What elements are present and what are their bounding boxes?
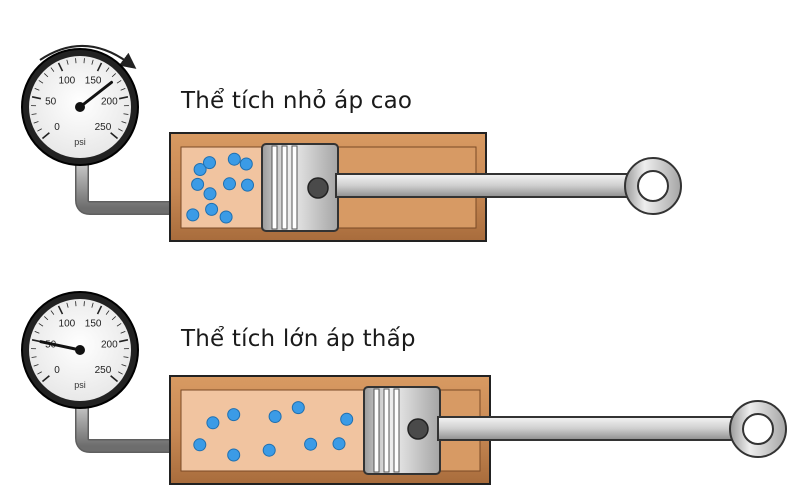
gas-molecule [203, 156, 216, 170]
gauge-needle [39, 340, 82, 352]
gauge-needle [78, 80, 114, 109]
gauge-unit-label: psi [74, 137, 86, 147]
gas-molecule [205, 202, 219, 216]
gas-molecule [268, 410, 282, 423]
gauge-tick-label: 150 [85, 319, 102, 330]
gauge-tick-label: 150 [85, 76, 102, 87]
gauge-tick [66, 59, 69, 65]
gauge-tick [66, 302, 69, 308]
gauge-tick [118, 339, 129, 343]
gauge-tick [118, 96, 129, 100]
gauge-tick [37, 128, 42, 132]
gauge-tick [116, 323, 122, 327]
gauge-tick [44, 316, 49, 321]
gas-molecules [193, 401, 354, 462]
gauge-tick [31, 356, 37, 358]
gauge-tick-label: 100 [59, 76, 76, 87]
piston [363, 386, 441, 475]
gas-molecule [227, 152, 241, 166]
gauge-tick [41, 132, 50, 140]
gauge-tick [105, 67, 110, 72]
gauge-tick [50, 310, 55, 315]
gauge-tick [123, 356, 129, 358]
gas-molecule [340, 412, 354, 426]
gas-molecule [191, 177, 205, 191]
gauge-tick-label: 0 [54, 365, 60, 376]
gas-molecule [239, 157, 253, 171]
gas-molecule [227, 448, 241, 462]
gauge-tick [31, 113, 37, 115]
gauge-tick [118, 371, 123, 375]
gauge-tick [110, 132, 119, 140]
gas-molecule [241, 178, 254, 192]
gauge-tick [123, 113, 129, 115]
gauge-tick-label: 50 [45, 96, 57, 107]
gauge-tick [116, 80, 122, 84]
gas-molecule [206, 416, 220, 430]
gas-molecule [193, 163, 207, 176]
caption-high-pressure: Thể tích nhỏ áp cao [181, 88, 413, 114]
gauge-tick [41, 375, 50, 383]
gauge-tick [31, 96, 42, 100]
gauge-tick [37, 371, 42, 375]
gauge-tick [33, 364, 39, 367]
gauge-tick [110, 375, 119, 383]
gauge-tick-label: 250 [95, 122, 112, 133]
gauge-tick [33, 121, 39, 124]
piston-rod [437, 416, 739, 441]
gauge-tick-label: 250 [95, 365, 112, 376]
gauge-tick [120, 330, 126, 334]
gas-molecule [227, 408, 241, 422]
gas-molecule [223, 177, 236, 191]
gas-molecule [332, 437, 346, 451]
piston [261, 143, 339, 232]
gas-molecule [186, 208, 200, 222]
gauge-tick [118, 128, 123, 132]
gauge-tick [96, 305, 103, 315]
gauge-tick [121, 121, 127, 124]
gauge-tick [34, 330, 40, 334]
gauge-tick [57, 305, 64, 315]
rod-end-eye [729, 400, 787, 458]
gauge-tick-label: 200 [101, 339, 118, 350]
gas-molecule [203, 187, 217, 201]
pressure-chamber [180, 389, 367, 472]
gauge-tick [38, 323, 44, 327]
gauge-tick-label: 100 [59, 319, 76, 330]
gauge-tick [31, 339, 42, 343]
gauge-tick [105, 310, 110, 315]
gauge-tick [57, 62, 64, 72]
piston-rod [335, 173, 635, 198]
gauge-tick [120, 87, 126, 91]
gauge-tick [111, 316, 116, 321]
gas-molecule [304, 437, 318, 451]
gauge-tick [34, 87, 40, 91]
gauge-tick [38, 80, 44, 84]
gauge-tick [121, 364, 127, 367]
caption-low-pressure: Thể tích lớn áp thấp [181, 326, 416, 352]
gauge-tick-label: 0 [54, 122, 60, 133]
gas-molecule [291, 401, 305, 415]
gauge-unit-label: psi [74, 380, 86, 390]
gas-molecule [262, 443, 276, 457]
gas-molecule [193, 438, 207, 452]
gauge-tick [91, 302, 94, 308]
rod-end-eye [624, 157, 682, 215]
gauge-tick [50, 67, 55, 72]
rotation-arrow-icon [39, 44, 137, 69]
gauge-tick [91, 59, 94, 65]
gauge-tick [44, 73, 49, 78]
gauge-tick-label: 200 [101, 96, 118, 107]
gas-molecules [186, 152, 254, 224]
gas-molecule [219, 210, 233, 224]
gauge-tick [111, 73, 116, 78]
gauge-tick [96, 62, 103, 72]
